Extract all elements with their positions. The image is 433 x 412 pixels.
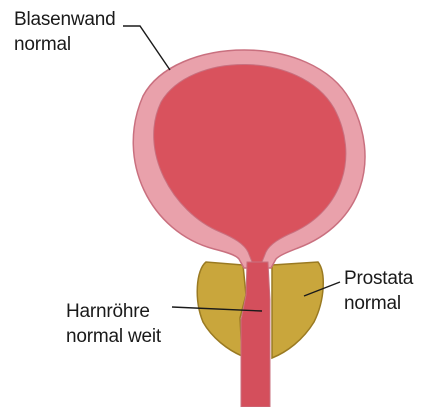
leader-line-bladder-wall bbox=[123, 26, 170, 70]
prostate-right-lobe bbox=[272, 262, 323, 358]
urethra-label: Harnröhre normal weit bbox=[66, 299, 161, 349]
urethra-label-line1: Harnröhre bbox=[66, 299, 161, 324]
urethra-label-line2: normal weit bbox=[66, 324, 161, 349]
bladder-wall-label: Blasenwand normal bbox=[14, 7, 116, 57]
prostate-label-line2: normal bbox=[344, 291, 413, 316]
prostate-label: Prostata normal bbox=[344, 266, 413, 316]
bladder-wall-label-line1: Blasenwand bbox=[14, 7, 116, 32]
prostate-label-line1: Prostata bbox=[344, 266, 413, 291]
bladder-wall-label-line2: normal bbox=[14, 32, 116, 57]
